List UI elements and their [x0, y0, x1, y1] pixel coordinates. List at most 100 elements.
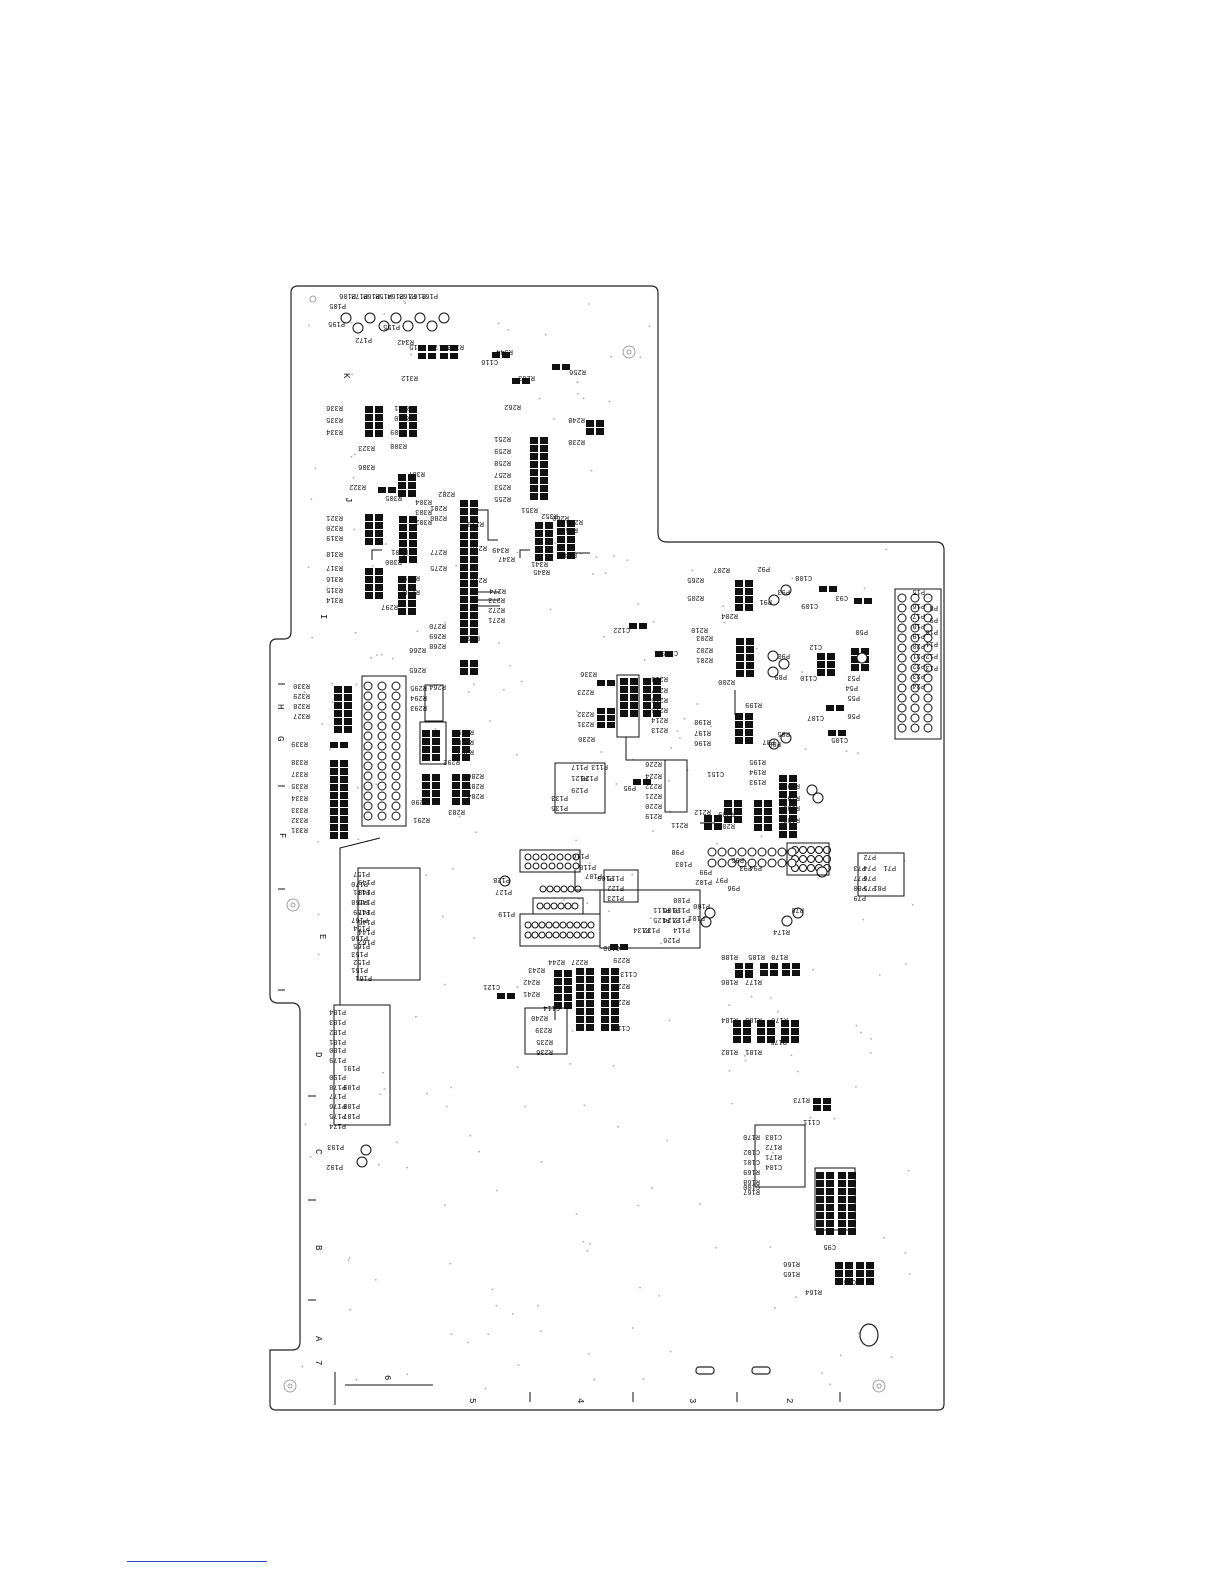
smd-pad: [409, 422, 417, 429]
smd-pad: [779, 831, 787, 838]
via-dot: [658, 1295, 661, 1297]
smd-pad: [779, 807, 787, 814]
component-label: R333: [291, 805, 308, 813]
via-dot: [642, 1378, 645, 1380]
component-label: P164: [387, 291, 404, 299]
smd-pad: [653, 710, 661, 717]
smd-pad: [835, 1262, 843, 1269]
smd-pad: [452, 754, 460, 761]
component-label: P98: [671, 847, 684, 855]
component-label: C103: [765, 1132, 782, 1140]
smd-pad: [450, 353, 458, 359]
smd-pad: [418, 353, 426, 359]
header-pin: [363, 741, 373, 751]
via-dot: [577, 393, 579, 395]
component-label: R248: [568, 415, 585, 423]
smd-pad: [611, 1000, 619, 1007]
smd-pad: [734, 816, 742, 823]
smd-pad: [643, 678, 651, 685]
via-dot: [537, 1304, 539, 1307]
smd-pad: [838, 1204, 846, 1211]
smd-pad: [734, 800, 742, 807]
header-pin: [787, 858, 797, 868]
zone-letter-E: E: [317, 934, 327, 939]
via-dot: [637, 1204, 640, 1207]
smd-pad: [817, 669, 825, 676]
smd-pad: [754, 800, 762, 807]
smd-pad: [545, 538, 553, 545]
via-dot: [669, 1350, 672, 1353]
component-label: R275: [430, 563, 447, 571]
header-pin: [910, 703, 920, 713]
test-point: [767, 650, 779, 662]
smd-pad: [779, 815, 787, 822]
component-label: C113: [620, 969, 637, 977]
via-dot: [608, 400, 611, 403]
component-label: R195: [749, 757, 766, 765]
component-label: R290: [411, 797, 428, 805]
smd-pad: [764, 824, 772, 831]
via-dot: [309, 1156, 312, 1158]
header-pin: [580, 921, 588, 929]
via-dot: [458, 815, 461, 818]
test-point: [499, 875, 511, 887]
smd-pad: [452, 798, 460, 805]
header-pin: [548, 862, 556, 870]
smd-pad: [779, 799, 787, 806]
smd-pad: [330, 760, 338, 767]
header-pin: [910, 643, 920, 653]
smd-pad: [462, 746, 470, 753]
smd-pad: [398, 584, 406, 591]
via-dot: [582, 397, 585, 400]
via-dot: [587, 1353, 590, 1355]
smd-pad: [745, 604, 753, 611]
header-pin: [532, 862, 540, 870]
test-point: [426, 320, 438, 332]
smd-pad: [408, 576, 416, 583]
smd-pad: [826, 1204, 834, 1211]
component-label: R297: [381, 602, 398, 610]
header-pin: [571, 902, 579, 910]
smd-pad: [866, 1262, 874, 1269]
component-label: C104: [765, 1162, 782, 1170]
smd-pad: [736, 670, 744, 677]
component-label: P195: [328, 319, 345, 327]
via-dot: [801, 671, 803, 673]
component-label: R192: [783, 781, 800, 789]
component-label: P79: [853, 893, 866, 901]
via-dot: [589, 1242, 591, 1245]
smd-pad: [792, 970, 800, 976]
smd-pad: [760, 970, 768, 976]
via-dot: [515, 753, 518, 756]
component-label: R307: [408, 469, 425, 477]
zone-ticks-bottom: [529, 1392, 841, 1402]
smd-pad: [340, 792, 348, 799]
component-label: R166: [783, 1259, 800, 1267]
via-dot: [586, 1249, 589, 1252]
smd-pad: [470, 516, 478, 523]
component-label: P73: [853, 863, 866, 871]
header-pin: [377, 791, 387, 801]
smd-pad: [781, 1020, 789, 1027]
component-label: R183: [745, 1015, 762, 1023]
smd-pad: [540, 461, 548, 468]
via-dot: [511, 1313, 514, 1315]
component-label: R271: [488, 615, 505, 623]
component-label: R272: [488, 605, 505, 613]
via-dot: [377, 1163, 380, 1166]
smd-pad: [586, 1008, 594, 1015]
smd-pad: [409, 414, 417, 421]
header-pin: [897, 593, 907, 603]
smd-pad: [630, 694, 638, 701]
smd-pad: [567, 552, 575, 559]
smd-pad: [630, 710, 638, 717]
component-label: P170: [351, 879, 368, 887]
zone-letter-K: K: [341, 373, 351, 379]
via-dot: [299, 790, 301, 792]
header-pin: [524, 862, 532, 870]
smd-pad: [607, 722, 615, 728]
via-dot: [582, 1240, 585, 1243]
via-dot: [668, 1019, 671, 1022]
smd-pad: [601, 992, 609, 999]
smd-pad: [838, 730, 846, 736]
